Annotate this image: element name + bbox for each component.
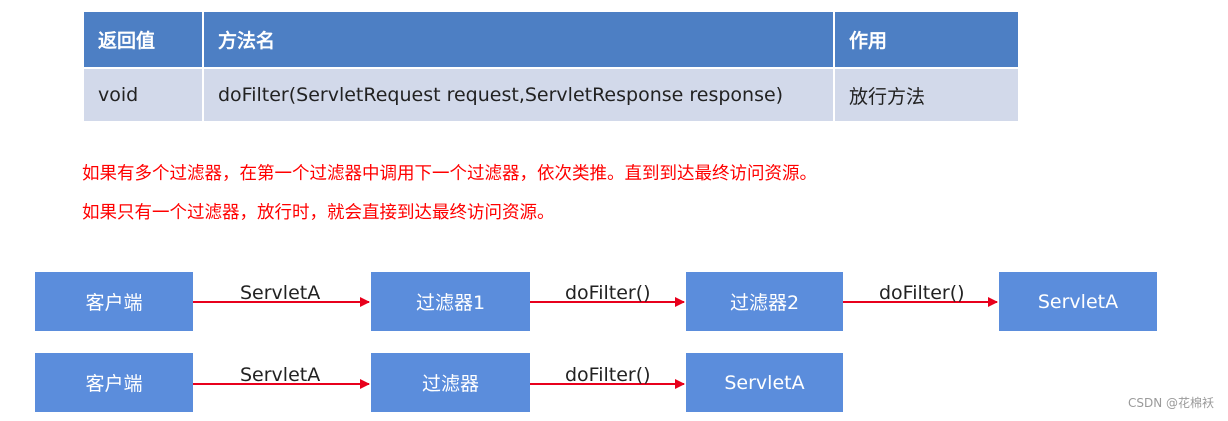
note-multiple-filters: 如果有多个过滤器，在第一个过滤器中调用下一个过滤器，依次类推。直到到达最终访问资… [82, 164, 817, 184]
header-method-name: 方法名 [202, 10, 835, 69]
flow2-edge-label-1: ServletA [240, 364, 321, 386]
table-row: void doFilter(ServletRequest request,Ser… [82, 67, 1020, 123]
table-header-row: 返回值 方法名 作用 [82, 10, 1020, 69]
cell-return-value: void [82, 67, 204, 123]
flow1-edge-label-2: doFilter() [565, 282, 651, 304]
flow2-edge-label-2: doFilter() [565, 364, 651, 386]
cell-purpose: 放行方法 [833, 67, 1020, 123]
flow2-node-filter: 过滤器 [371, 353, 530, 412]
flow1-node-servlet: ServletA [999, 272, 1157, 331]
watermark: CSDN @花棉袄 [1127, 396, 1214, 410]
cell-method-name: doFilter(ServletRequest request,ServletR… [202, 67, 835, 123]
flow1-node-filter-1: 过滤器1 [371, 272, 530, 331]
flow1-node-client: 客户端 [35, 272, 193, 331]
flow2-node-servlet: ServletA [686, 353, 843, 412]
note-single-filter: 如果只有一个过滤器，放行时，就会直接到达最终访问资源。 [82, 203, 555, 223]
flow1-edge-label-3: doFilter() [879, 282, 965, 304]
header-return-value: 返回值 [82, 10, 204, 69]
flow1-node-filter-2: 过滤器2 [686, 272, 843, 331]
flow2-node-client: 客户端 [35, 353, 193, 412]
method-table: 返回值 方法名 作用 void doFilter(ServletRequest … [82, 10, 1020, 123]
flow1-edge-label-1: ServletA [240, 282, 321, 304]
header-purpose: 作用 [833, 10, 1020, 69]
